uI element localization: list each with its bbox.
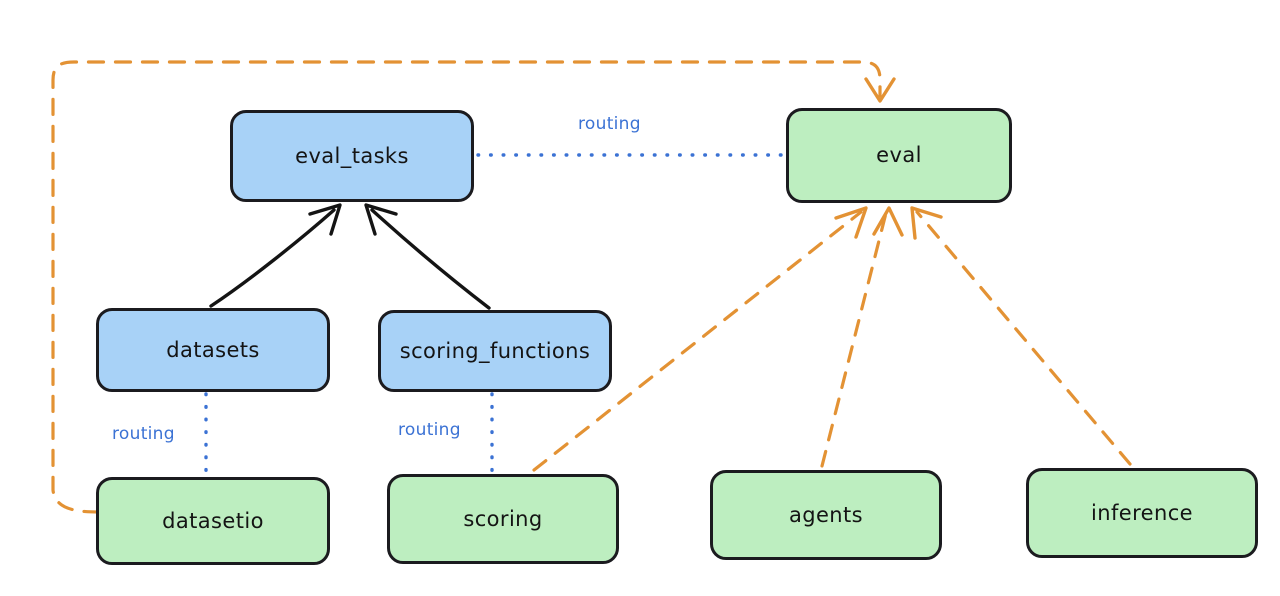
node-label: scoring xyxy=(463,506,543,531)
node-datasets[interactable]: datasets xyxy=(96,308,330,392)
edge-inference-to-eval xyxy=(910,206,1132,466)
edge-label-routing-scoring-functions: routing xyxy=(398,420,461,440)
node-label: eval xyxy=(876,143,922,167)
edge-agents-to-eval xyxy=(820,206,904,468)
node-label: agents xyxy=(788,502,863,527)
node-inference[interactable]: inference xyxy=(1026,468,1258,558)
edge-label-routing-eval-tasks: routing xyxy=(578,114,641,134)
node-label: datasetio xyxy=(162,508,264,533)
node-label: scoring_functions xyxy=(399,338,591,363)
edge-datasets-to-eval-tasks xyxy=(209,203,342,308)
node-label: datasets xyxy=(166,337,260,362)
node-scoring-functions[interactable]: scoring_functions xyxy=(378,310,612,392)
edge-scoring-functions-to-eval-tasks xyxy=(364,203,491,310)
node-eval[interactable]: eval xyxy=(786,108,1012,203)
node-label: eval_tasks xyxy=(295,143,409,168)
edge-datasetio-to-eval xyxy=(51,60,896,514)
node-datasetio[interactable]: datasetio xyxy=(96,477,330,565)
node-eval-tasks[interactable]: eval_tasks xyxy=(230,110,474,202)
node-scoring[interactable]: scoring xyxy=(387,474,619,564)
edge-scoring-to-eval xyxy=(532,206,868,472)
edge-label-routing-datasets: routing xyxy=(112,424,175,444)
node-label: inference xyxy=(1091,500,1193,525)
node-agents[interactable]: agents xyxy=(710,470,942,560)
